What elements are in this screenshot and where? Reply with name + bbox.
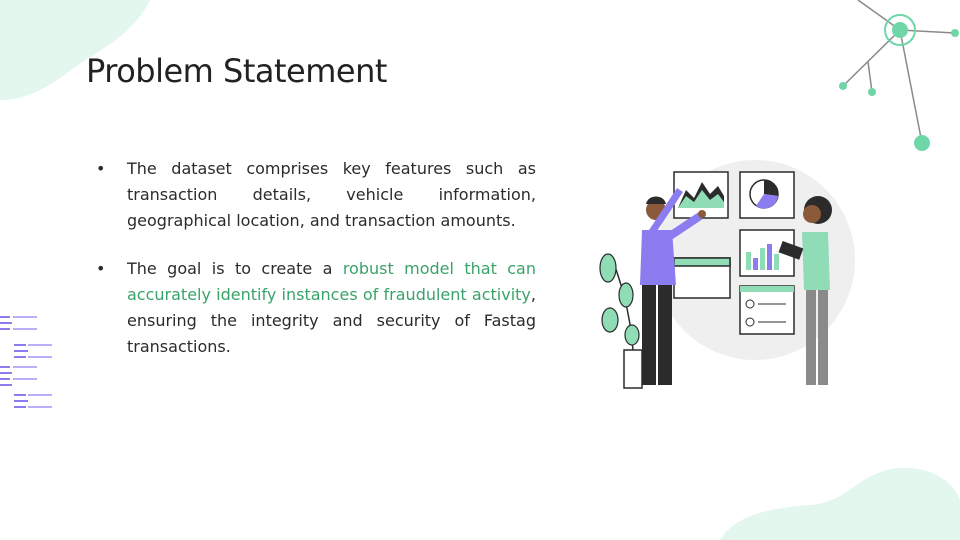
profile-panel-icon xyxy=(739,285,795,335)
bullet-list: • The dataset comprises key features suc… xyxy=(96,156,536,382)
man-figure-icon xyxy=(640,188,706,385)
mint-blob-bottom-right xyxy=(720,467,960,540)
plant-icon xyxy=(599,253,643,389)
network-nodes-decoration xyxy=(839,0,959,151)
pie-chart-panel-icon xyxy=(739,171,795,219)
window-panel-icon xyxy=(673,257,731,299)
dotted-lines-decoration xyxy=(0,316,52,408)
bullet-item-goal: • The goal is to create a robust model t… xyxy=(96,256,536,360)
woman-figure-icon xyxy=(778,196,832,385)
slide-title: Problem Statement xyxy=(86,52,387,90)
bullet-text-start: The goal is to create a xyxy=(127,259,343,278)
bullet-text-end: , ensuring the integrity and security of… xyxy=(127,285,536,356)
bullet-text-highlight: robust model that can accurately identif… xyxy=(127,259,537,304)
people-reviewing-charts-illustration xyxy=(599,160,855,389)
mint-blob-top-left xyxy=(0,0,150,100)
bullet-item-dataset: • The dataset comprises key features suc… xyxy=(96,156,536,234)
bullet-marker: • xyxy=(96,159,106,178)
bullet-marker: • xyxy=(96,259,106,278)
bullet-text: The dataset comprises key features such … xyxy=(127,159,536,230)
